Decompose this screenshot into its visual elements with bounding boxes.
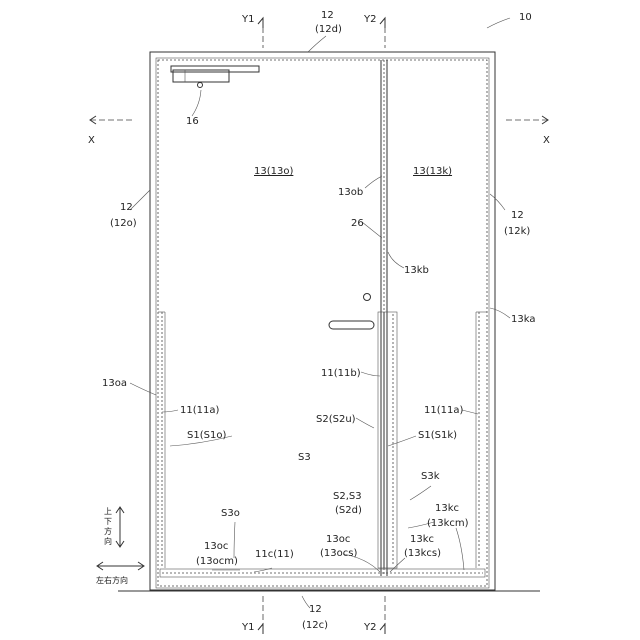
label-frame-bottom-2: (12c)	[302, 620, 328, 631]
label-y1-bottom: Y1	[241, 622, 254, 633]
door-handle	[329, 321, 374, 329]
label-y1-top: Y1	[241, 14, 254, 25]
label-dir-v-2: 下	[104, 517, 112, 526]
label-frame-right-2: (12k)	[504, 226, 530, 237]
label-13kc-1a: 13kc	[435, 503, 459, 514]
label-frame-left-2: (12o)	[110, 218, 137, 229]
label-13kb: 13kb	[404, 265, 429, 276]
door-closer	[171, 66, 259, 88]
label-frame-bottom-1: 12	[309, 604, 322, 615]
label-13ob: 13ob	[338, 187, 363, 198]
label-13kc-1b: (13kcm)	[427, 518, 469, 529]
label-13oc-2a: 13oc	[326, 534, 350, 545]
label-dir-v-4: 向	[104, 536, 112, 546]
label-s2s3: S2,S3	[333, 491, 362, 502]
label-dir-h: 左右方向	[96, 575, 128, 585]
label-13oc-1a: 13oc	[204, 541, 228, 552]
label-ref-main: 10	[519, 12, 532, 23]
label-s3: S3	[298, 452, 311, 463]
label-26: 26	[351, 218, 364, 229]
label-door-right: 13(13k)	[413, 166, 452, 177]
label-frame-top-1: 12	[321, 10, 334, 21]
keyhole-icon	[364, 294, 371, 301]
label-11a-left: 11(11a)	[180, 405, 219, 416]
label-13oc-2b: (13ocs)	[320, 548, 357, 559]
label-s1-left: S1(S1o)	[187, 430, 226, 441]
label-13ka: 13ka	[511, 314, 535, 325]
label-13kc-2b: (13kcs)	[404, 548, 441, 559]
arrow-y1-bottom	[258, 624, 263, 634]
label-11c: 11c(11)	[255, 549, 294, 560]
label-frame-right-1: 12	[511, 210, 524, 221]
label-11a-right: 11(11a)	[424, 405, 463, 416]
label-door-left: 13(13o)	[254, 166, 293, 177]
label-y2-top: Y2	[363, 14, 376, 25]
label-s2u: S2(S2u)	[316, 414, 356, 425]
label-13kc-2a: 13kc	[410, 534, 434, 545]
closer-pivot	[198, 83, 203, 88]
label-x-right: X	[543, 135, 550, 146]
label-x-left: X	[88, 135, 95, 146]
label-dir-v-1: 上	[104, 507, 112, 516]
arrow-y2-bottom	[380, 624, 385, 634]
arrow-y1-top	[258, 18, 263, 28]
closer-arm	[171, 66, 259, 72]
label-y2-bottom: Y2	[363, 622, 376, 633]
label-frame-left-1: 12	[120, 202, 133, 213]
label-closer: 16	[186, 116, 199, 127]
arrow-y2-top	[380, 18, 385, 28]
label-13oc-1b: (13ocm)	[196, 556, 238, 567]
label-frame-top-2: (12d)	[315, 24, 342, 35]
label-s2d: (S2d)	[335, 505, 362, 516]
label-s3o: S3o	[221, 508, 240, 519]
label-dir-v-3: 方	[104, 526, 112, 536]
label-13oa: 13oa	[102, 378, 127, 389]
label-s3k: S3k	[421, 471, 440, 482]
label-s1-right: S1(S1k)	[418, 430, 457, 441]
label-11b: 11(11b)	[321, 368, 361, 379]
